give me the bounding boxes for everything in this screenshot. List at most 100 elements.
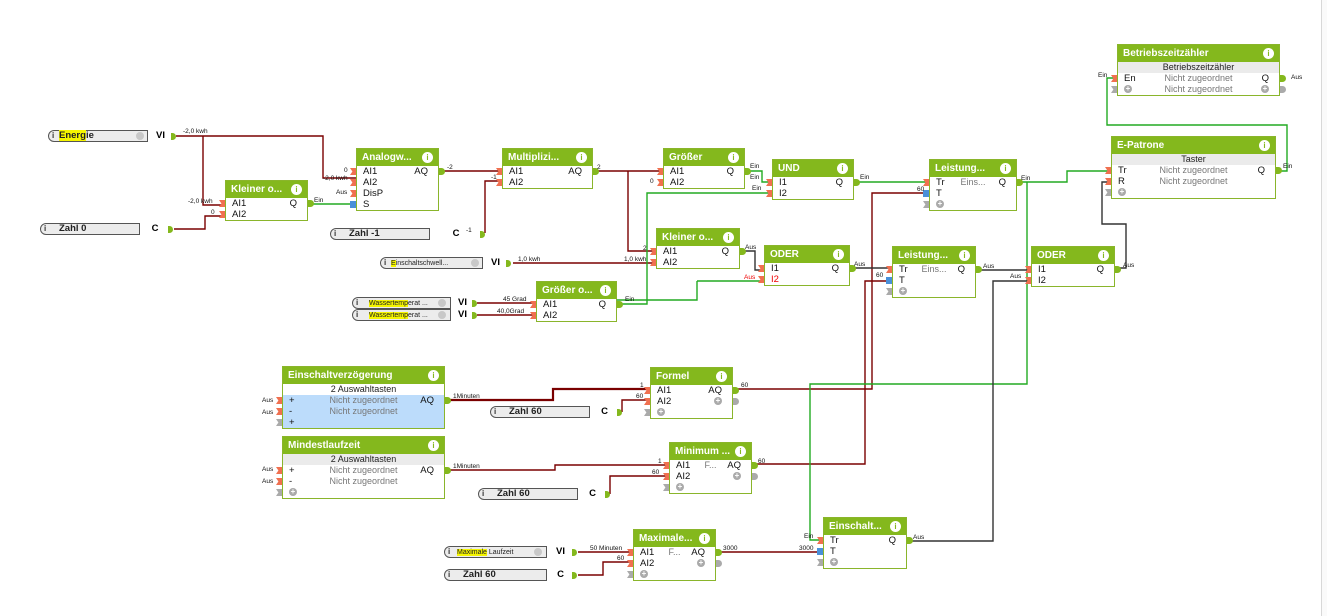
input-port[interactable] bbox=[817, 559, 823, 566]
input-wassertemperatur-1[interactable]: i Wassertemperat ... VI bbox=[352, 297, 477, 309]
output-port[interactable] bbox=[506, 260, 511, 267]
input-port[interactable] bbox=[766, 190, 772, 197]
info-icon[interactable]: i bbox=[44, 224, 47, 233]
input-port[interactable] bbox=[663, 484, 669, 491]
input-port[interactable] bbox=[1025, 266, 1031, 273]
output-port[interactable] bbox=[617, 301, 623, 308]
block-title[interactable]: Größer o...i bbox=[537, 282, 616, 299]
output-port[interactable] bbox=[445, 467, 451, 474]
info-icon[interactable]: i bbox=[833, 249, 844, 260]
output-port[interactable] bbox=[617, 409, 622, 416]
input-port[interactable] bbox=[276, 467, 282, 474]
input-port[interactable] bbox=[923, 190, 929, 197]
output-port[interactable] bbox=[733, 387, 739, 394]
output-port-add[interactable] bbox=[752, 473, 758, 480]
menu-dots-icon[interactable] bbox=[471, 259, 479, 267]
output-port[interactable] bbox=[854, 179, 860, 186]
output-port[interactable] bbox=[308, 200, 314, 207]
info-icon[interactable]: i bbox=[723, 232, 734, 243]
output-port[interactable] bbox=[907, 537, 913, 544]
output-port[interactable] bbox=[480, 231, 485, 238]
input-port[interactable] bbox=[219, 200, 225, 207]
info-icon[interactable]: i bbox=[576, 152, 587, 163]
output-port[interactable] bbox=[1276, 167, 1282, 174]
add-pin-icon[interactable]: + bbox=[657, 407, 665, 416]
input-port[interactable] bbox=[886, 266, 892, 273]
block-title[interactable]: Einschalt...i bbox=[824, 518, 906, 535]
input-port[interactable] bbox=[350, 179, 356, 186]
output-port-add[interactable] bbox=[716, 560, 722, 567]
info-icon[interactable]: i bbox=[1259, 140, 1270, 151]
input-port[interactable] bbox=[1105, 178, 1111, 185]
input-zahl-60-b[interactable]: i Zahl 60 C bbox=[478, 488, 610, 500]
output-port[interactable] bbox=[572, 572, 577, 579]
add-pin-icon[interactable]: + bbox=[830, 557, 838, 566]
info-icon[interactable]: i bbox=[384, 258, 387, 267]
input-port[interactable] bbox=[657, 179, 663, 186]
output-port[interactable] bbox=[472, 300, 477, 307]
input-energie[interactable]: i Energie VI bbox=[48, 130, 176, 142]
block-title[interactable]: Analogw...i bbox=[357, 149, 438, 166]
info-icon[interactable]: i bbox=[735, 446, 746, 457]
input-port[interactable] bbox=[663, 473, 669, 480]
output-port[interactable] bbox=[976, 266, 982, 273]
add-pin-icon[interactable]: + bbox=[640, 569, 648, 578]
input-port[interactable] bbox=[219, 211, 225, 218]
input-einschaltschwelle[interactable]: i Einschaltschwell... VI bbox=[380, 257, 511, 269]
menu-dots-icon[interactable] bbox=[534, 548, 542, 556]
add-pin-icon[interactable]: + bbox=[936, 199, 944, 208]
info-icon[interactable]: i bbox=[600, 285, 611, 296]
info-icon[interactable]: i bbox=[356, 310, 359, 319]
info-icon[interactable]: i bbox=[728, 152, 739, 163]
info-icon[interactable]: i bbox=[1098, 250, 1109, 261]
input-port[interactable] bbox=[276, 408, 282, 415]
input-port[interactable] bbox=[644, 398, 650, 405]
input-port[interactable] bbox=[276, 478, 282, 485]
menu-dots-icon[interactable] bbox=[438, 311, 446, 319]
input-port[interactable] bbox=[627, 549, 633, 556]
info-icon[interactable]: i bbox=[448, 570, 451, 579]
output-port[interactable] bbox=[445, 397, 451, 404]
output-port[interactable] bbox=[439, 168, 445, 175]
add-output-icon[interactable]: + bbox=[733, 471, 741, 480]
output-port[interactable] bbox=[472, 312, 477, 319]
add-output-icon[interactable]: + bbox=[1261, 84, 1269, 93]
input-port[interactable] bbox=[923, 201, 929, 208]
add-output-icon[interactable]: + bbox=[697, 558, 705, 567]
info-icon[interactable]: i bbox=[699, 533, 710, 544]
info-icon[interactable]: i bbox=[1000, 163, 1011, 174]
input-port[interactable] bbox=[350, 201, 356, 208]
input-port[interactable] bbox=[886, 288, 892, 295]
block-title[interactable]: Kleiner o...i bbox=[226, 181, 307, 198]
input-port[interactable] bbox=[886, 277, 892, 284]
input-port[interactable] bbox=[663, 462, 669, 469]
info-icon[interactable]: i bbox=[52, 131, 55, 140]
input-port[interactable] bbox=[530, 301, 536, 308]
input-port[interactable] bbox=[758, 276, 764, 283]
add-pin-icon[interactable]: + bbox=[899, 286, 907, 295]
info-icon[interactable]: i bbox=[482, 489, 485, 498]
input-port[interactable] bbox=[644, 387, 650, 394]
input-port[interactable] bbox=[1111, 86, 1117, 93]
input-port[interactable] bbox=[350, 168, 356, 175]
input-port[interactable] bbox=[530, 312, 536, 319]
